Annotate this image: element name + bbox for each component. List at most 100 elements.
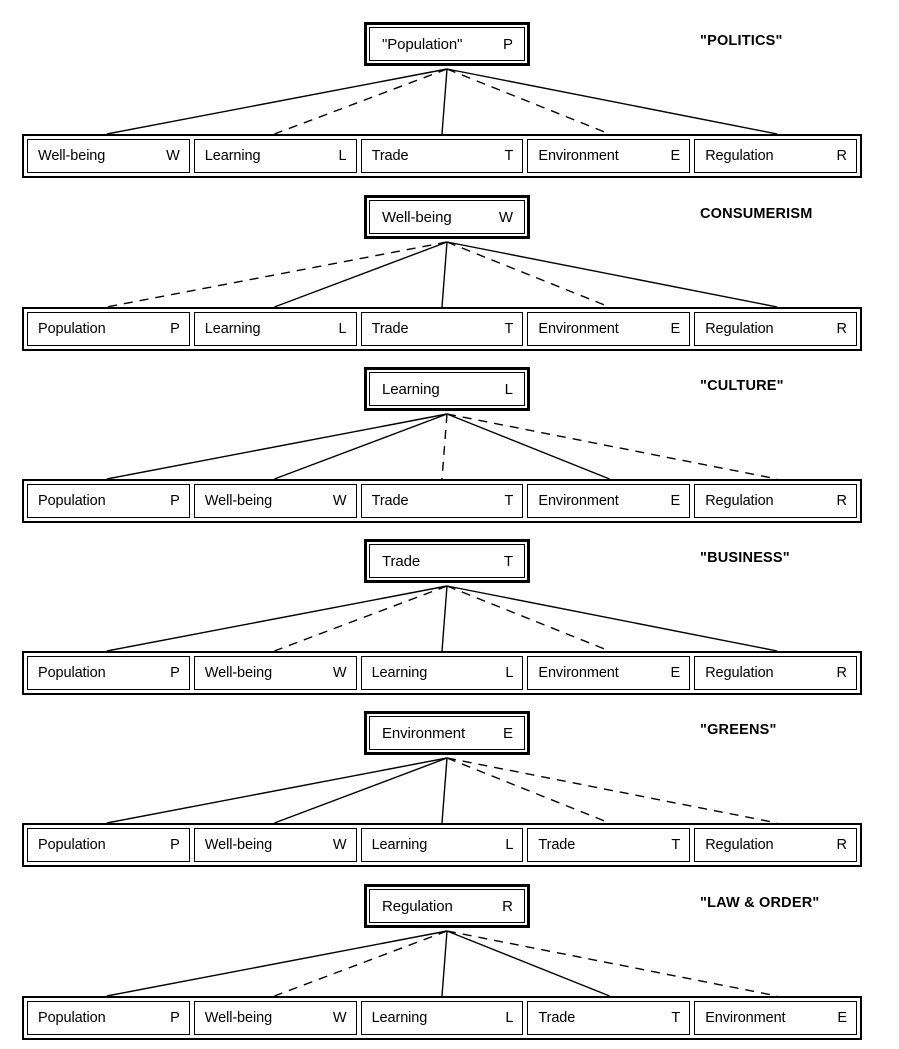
connector-solid bbox=[106, 930, 448, 997]
subordinate-node[interactable]: Learning L bbox=[360, 1001, 524, 1035]
subordinate-node-code: E bbox=[670, 665, 681, 681]
subordinate-node-label: Trade bbox=[371, 321, 409, 337]
focus-node[interactable]: Well-being W bbox=[364, 195, 530, 239]
subordinate-node-code: L bbox=[505, 665, 514, 681]
subordinate-node[interactable]: Environment E bbox=[527, 484, 691, 518]
subordinate-node-label: Learning bbox=[204, 321, 261, 337]
subordinate-node[interactable]: Learning L bbox=[193, 312, 357, 346]
focus-node-code: P bbox=[502, 35, 513, 53]
subordinate-node-label: Learning bbox=[371, 665, 428, 681]
subordinate-node-code: E bbox=[670, 493, 681, 509]
focus-node-code: W bbox=[498, 208, 513, 226]
subordinate-node-code: R bbox=[836, 665, 847, 681]
group-caption: "GREENS" bbox=[700, 722, 777, 738]
focus-node-inner: Environment E bbox=[369, 716, 525, 750]
subordinate-node-label: Regulation bbox=[705, 837, 774, 853]
subordinate-node-code: L bbox=[338, 148, 347, 164]
subordinate-node-label: Trade bbox=[538, 837, 576, 853]
connector-solid bbox=[446, 68, 778, 135]
subordinate-node-code: R bbox=[836, 148, 847, 164]
subordinate-node-code: T bbox=[504, 493, 514, 509]
subordinate-node-label: Regulation bbox=[705, 321, 774, 337]
connector-solid bbox=[446, 930, 610, 997]
subordinate-node-label: Well-being bbox=[204, 665, 273, 681]
focus-node-code: L bbox=[504, 380, 513, 398]
subordinate-node-label: Environment bbox=[538, 493, 619, 509]
subordinate-node-label: Environment bbox=[705, 1010, 786, 1026]
subordinate-node-code: L bbox=[338, 321, 347, 337]
subordinate-node-label: Trade bbox=[371, 493, 409, 509]
connector-solid bbox=[441, 757, 448, 824]
focus-node-code: E bbox=[502, 724, 513, 742]
subordinate-node[interactable]: Learning L bbox=[360, 656, 524, 690]
focus-node-label: Well-being bbox=[382, 208, 452, 226]
subordinate-node-label: Population bbox=[38, 837, 106, 853]
subordinate-node-code: W bbox=[332, 837, 347, 853]
connector-solid bbox=[274, 241, 448, 308]
connector-solid bbox=[446, 241, 778, 308]
subordinate-node-label: Well-being bbox=[204, 837, 273, 853]
subordinate-node[interactable]: Regulation R bbox=[694, 139, 857, 173]
subordinate-node-code: W bbox=[166, 148, 180, 164]
subordinate-node[interactable]: Population P bbox=[27, 828, 190, 862]
subordinate-node[interactable]: Well-being W bbox=[193, 828, 357, 862]
subordinate-node-code: L bbox=[505, 1010, 514, 1026]
subordinate-node-code: P bbox=[170, 1010, 180, 1026]
subordinate-node-label: Learning bbox=[371, 1010, 428, 1026]
subordinate-node[interactable]: Population P bbox=[27, 1001, 190, 1035]
subordinate-node[interactable]: Environment E bbox=[527, 656, 691, 690]
subordinate-node-code: P bbox=[170, 837, 180, 853]
subordinate-node-label: Environment bbox=[538, 665, 619, 681]
subordinate-node-code: E bbox=[670, 148, 681, 164]
subordinate-node[interactable]: Trade T bbox=[360, 484, 524, 518]
subordinate-node-code: R bbox=[836, 493, 847, 509]
focus-node-code: T bbox=[503, 552, 513, 570]
subordinate-node-label: Trade bbox=[538, 1010, 576, 1026]
focus-node-inner: Well-being W bbox=[369, 200, 525, 234]
subordinate-node-label: Population bbox=[38, 1010, 106, 1026]
connector-dashed bbox=[274, 68, 448, 135]
subordinate-node-label: Well-being bbox=[204, 493, 273, 509]
focus-node-code: R bbox=[502, 897, 513, 915]
group-caption: "BUSINESS" bbox=[700, 550, 790, 566]
connector-dashed bbox=[446, 68, 610, 135]
connector-dashed bbox=[441, 413, 448, 480]
connector-solid bbox=[106, 413, 448, 480]
subordinate-node-label: Regulation bbox=[705, 148, 774, 164]
connector-solid bbox=[441, 241, 448, 308]
focus-node[interactable]: "Population" P bbox=[364, 22, 530, 66]
group-caption: "POLITICS" bbox=[700, 33, 783, 49]
focus-node-label: Environment bbox=[382, 724, 466, 742]
focus-node[interactable]: Environment E bbox=[364, 711, 530, 755]
focus-node-label: "Population" bbox=[382, 35, 463, 53]
